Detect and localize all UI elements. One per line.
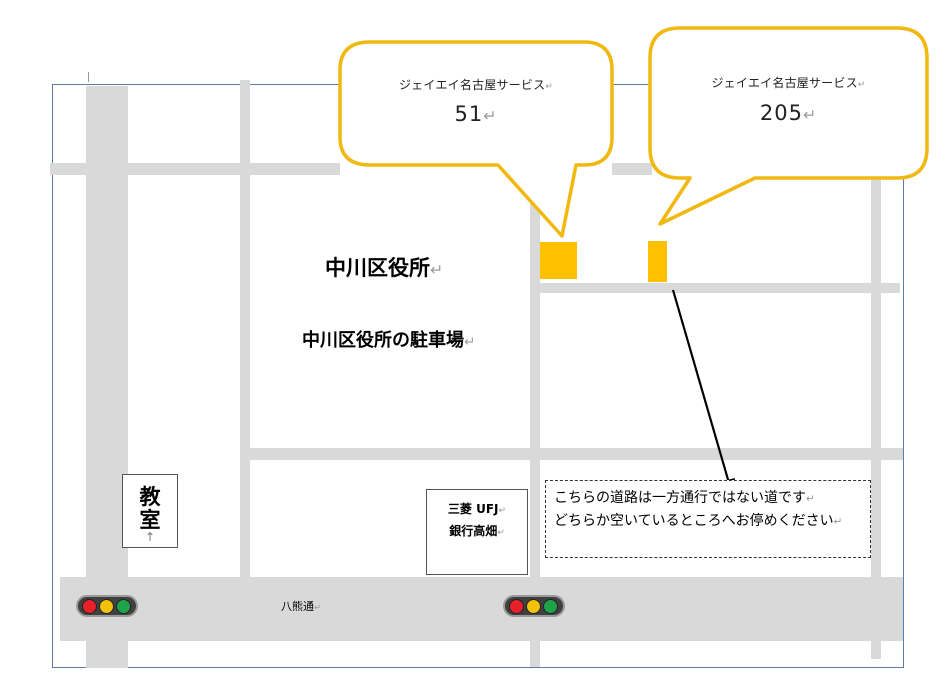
callout-bubble-205	[648, 26, 929, 226]
return-mark: ↵	[857, 80, 866, 90]
ward-office-text: 中川区役所	[325, 256, 430, 280]
road-vertical-right	[871, 175, 881, 659]
return-mark: ↵	[483, 106, 498, 125]
road-hachiku-dori	[60, 577, 903, 641]
green-signal-icon	[116, 599, 131, 614]
pointer-arrow-line	[671, 289, 731, 484]
road-lower-horizontal	[245, 448, 903, 460]
ward-parking-text: 中川区役所の駐車場	[302, 330, 464, 351]
street-label: 八熊通↵	[281, 598, 321, 614]
return-mark: ↵	[545, 82, 554, 92]
yellow-signal-icon	[526, 599, 541, 614]
ward-office-label: 中川区役所↵	[325, 252, 443, 282]
classroom-arrow-icon: ↑	[144, 530, 156, 544]
note-line-2: どちらか空いているところへお停めください	[554, 513, 834, 529]
return-mark: ↵	[430, 260, 444, 279]
parking-note-box: こちらの道路は一方通行ではない道です↵ どちらか空いているところへお停めください…	[545, 480, 871, 558]
callout-51-number: 51	[454, 102, 484, 126]
green-signal-icon	[543, 599, 558, 614]
return-mark: ↵	[464, 334, 476, 350]
return-mark: ↵	[802, 105, 818, 124]
bank-line-2: 銀行高畑	[449, 524, 498, 538]
callout-205-name: ジェイエイ名古屋サービス	[711, 76, 858, 90]
classroom-char-2: 室	[139, 508, 161, 532]
callout-205-number: 205	[759, 101, 803, 125]
parking-marker-205	[648, 241, 667, 282]
crop-mark	[88, 72, 89, 82]
road-left-vertical-main	[86, 86, 128, 668]
return-mark: ↵	[498, 506, 507, 516]
red-signal-icon	[509, 599, 524, 614]
callout-51-name: ジェイエイ名古屋サービス	[398, 78, 546, 92]
return-mark: ↵	[806, 493, 815, 505]
road-top-horizontal-right	[612, 163, 652, 175]
yellow-signal-icon	[99, 599, 114, 614]
red-signal-icon	[82, 599, 97, 614]
street-name: 八熊通	[281, 600, 314, 613]
classroom-char-1: 教	[139, 485, 161, 509]
road-middle-horizontal	[530, 283, 900, 293]
callout-bubble-51	[338, 40, 614, 238]
note-line-1: こちらの道路は一方通行ではない道です	[554, 490, 806, 506]
parking-marker-51	[540, 242, 577, 279]
return-mark: ↵	[314, 602, 321, 612]
road-vertical-2	[240, 80, 250, 578]
bank-line-1: 三菱 UFJ	[447, 502, 499, 516]
callout-51: ジェイエイ名古屋サービス↵ 51↵	[340, 42, 612, 165]
traffic-light-icon-left	[76, 595, 138, 617]
return-mark: ↵	[833, 516, 843, 528]
callout-205: ジェイエイ名古屋サービス↵ 205↵	[650, 28, 927, 178]
ward-parking-label: 中川区役所の駐車場↵	[302, 326, 475, 352]
road-vertical-3	[530, 175, 540, 667]
road-top-horizontal	[50, 163, 340, 175]
bank-box: 三菱 UFJ↵ 銀行高畑↵	[426, 489, 528, 575]
classroom-box: 教 室 ↑	[122, 474, 178, 548]
return-mark: ↵	[497, 528, 505, 538]
traffic-light-icon-center	[503, 595, 565, 617]
